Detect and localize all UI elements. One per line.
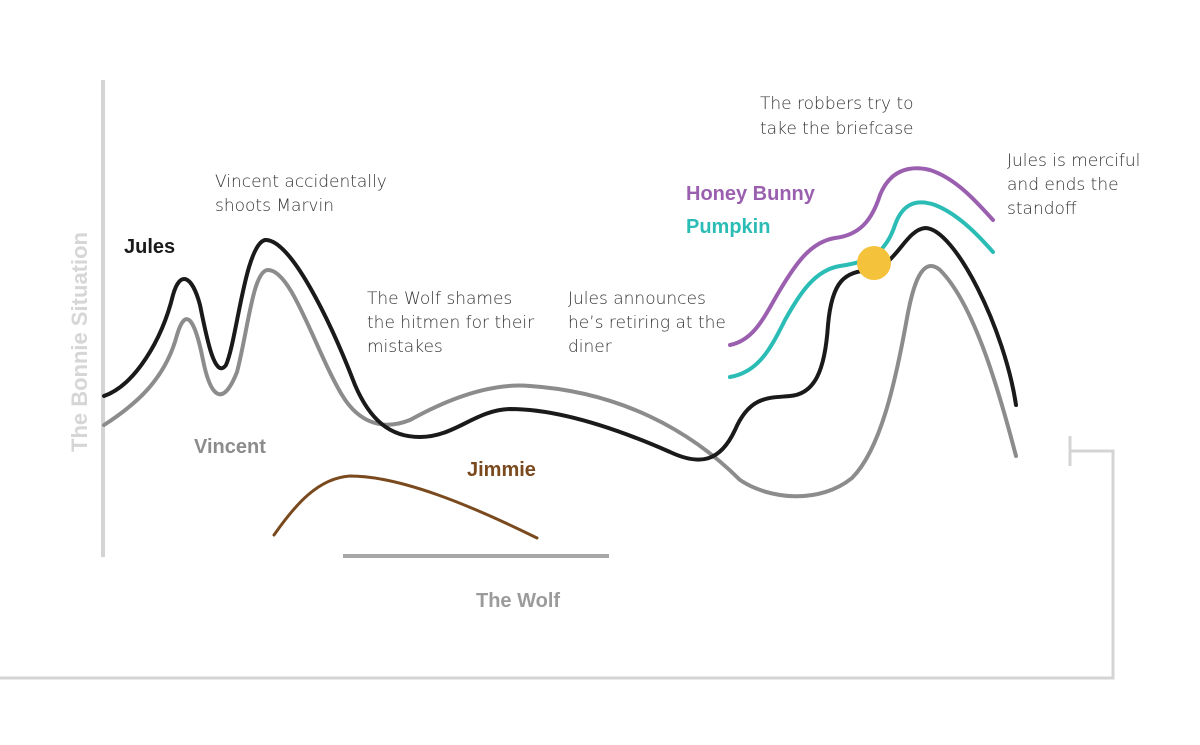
- annotation-wolf: The Wolf shames the hitmen for their mis…: [367, 289, 534, 357]
- annotation-retiring-line: Jules announces: [568, 289, 706, 309]
- standoff-dot: [857, 246, 891, 280]
- annotation-wolf-line: mistakes: [367, 337, 443, 357]
- jimmie-label: Jimmie: [467, 459, 536, 481]
- annotation-wolf-line: The Wolf shames: [367, 289, 512, 309]
- jimmie-line: [272, 474, 539, 540]
- pumpkin-label: Pumpkin: [686, 216, 770, 238]
- annotation-marvin-line: Vincent accidentally: [215, 172, 387, 192]
- annotation-retiring: Jules announces he’s retiring at the din…: [568, 289, 726, 357]
- annotation-marvin-line: shoots Marvin: [215, 196, 334, 216]
- annotation-merciful-line: Jules is merciful: [1007, 151, 1140, 171]
- annotation-briefcase-line: The robbers try to: [760, 94, 914, 114]
- honey-bunny-line: [728, 166, 995, 347]
- annotation-briefcase-line: take the briefcase: [760, 119, 914, 139]
- vincent-line: [102, 264, 1018, 499]
- annotation-merciful: Jules is merciful and ends the standoff: [1007, 151, 1140, 219]
- annotation-merciful-line: and ends the: [1007, 175, 1119, 195]
- vertical-axis-title: The Bonnie Situation: [67, 232, 92, 452]
- annotation-retiring-line: diner: [568, 337, 612, 357]
- annotation-wolf-line: the hitmen for their: [367, 313, 534, 333]
- honey-bunny-label: Honey Bunny: [686, 183, 816, 205]
- vincent-label: Vincent: [194, 436, 266, 458]
- annotation-merciful-line: standoff: [1007, 199, 1077, 219]
- annotation-marvin: Vincent accidentally shoots Marvin: [215, 172, 387, 216]
- bracket-connector: [0, 436, 1115, 680]
- wolf-bar-label: The Wolf: [476, 590, 560, 612]
- annotation-retiring-line: he’s retiring at the: [568, 313, 726, 333]
- annotation-briefcase: The robbers try to take the briefcase: [760, 94, 914, 139]
- jules-label: Jules: [124, 236, 175, 258]
